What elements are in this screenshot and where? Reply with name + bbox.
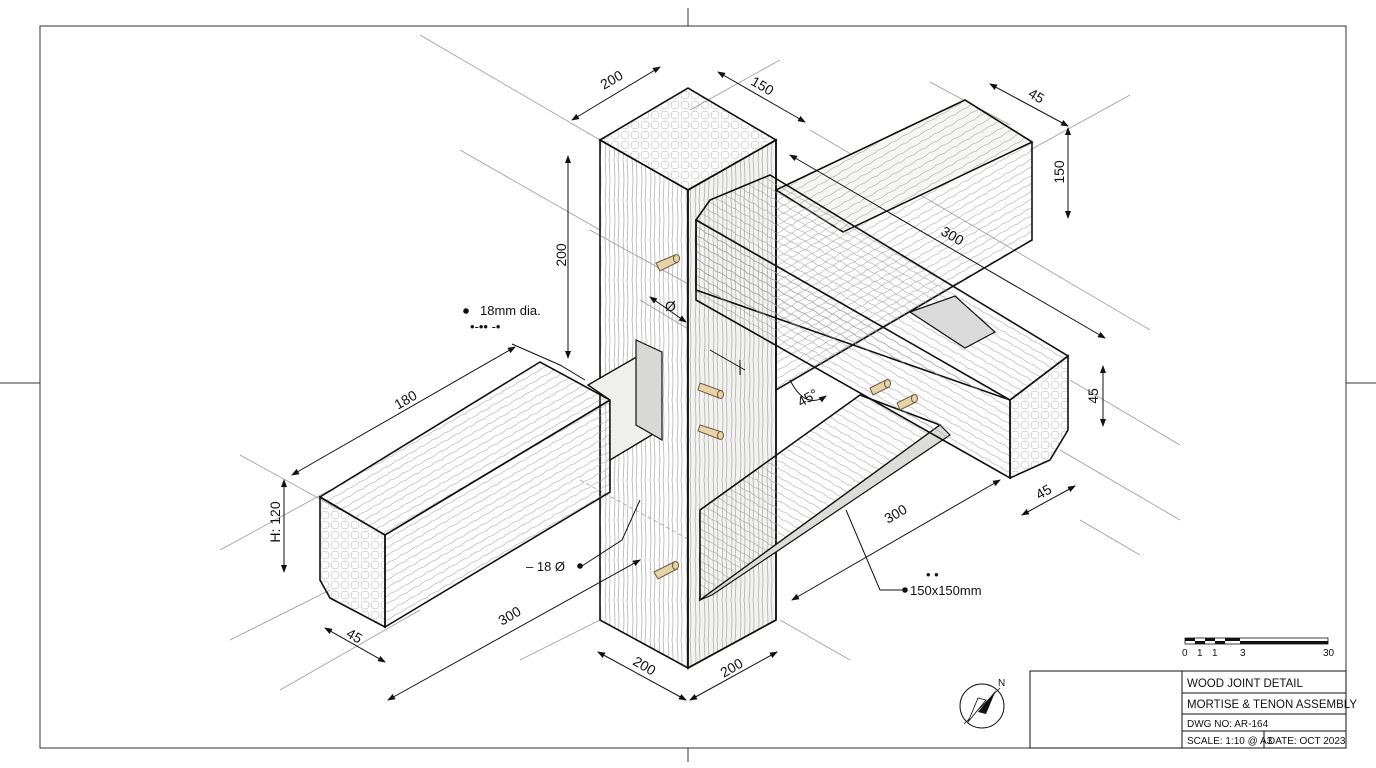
dim-brace-length: 300 [881,501,909,527]
peg [869,379,891,396]
dim-post-top-depth: 150 [748,73,776,99]
dim-post-base-right: 200 [717,655,745,681]
dim-left-beam-length: 180 [391,387,419,413]
note-section: 150x150mm [910,583,982,598]
dim-left-beam-height: H: 120 [267,501,283,542]
dim-left-beam-base-length: 300 [495,603,523,629]
title-block-text: WOOD JOINT DETAIL MORTISE & TENON ASSEMB… [1187,678,1357,747]
dimension-lines [281,66,1106,701]
title-block-title: WOOD JOINT DETAIL [1187,678,1303,690]
dim-beam-right-end-width: 45 [1033,481,1055,503]
dim-mortise-dia-symbol: Ø [665,298,676,314]
note-section-marks: • • [926,567,939,582]
compass-north-label: N [998,678,1005,689]
callouts [463,308,908,593]
scale-label-1: 1 [1197,648,1203,659]
dim-beam-right-width: 45 [1026,85,1048,107]
title-block-subtitle: MORTISE & TENON ASSEMBLY [1187,699,1357,711]
peg [655,254,680,272]
dim-post-top-width: 200 [597,67,625,93]
dim-post-upper-height: 200 [553,243,569,267]
peg [697,382,724,399]
scale-bar: 0 1 1 3 30 [1182,637,1335,659]
dim-post-base-left: 200 [630,653,658,679]
title-block-date: DATE: OCT 2023 [1268,736,1346,747]
scale-label-2: 1 [1212,648,1218,659]
north-arrow-icon [978,690,996,714]
sheet-border [0,8,1376,762]
scale-label-3: 3 [1240,648,1246,659]
dim-brace-angle: 45° [794,385,820,409]
note-hole-diameter: – 18 Ø [526,559,565,574]
north-compass: N [959,678,1005,729]
peg [653,561,679,580]
peg [697,424,724,440]
scale-label-0: 0 [1182,648,1188,659]
scale-label-4: 30 [1323,648,1335,659]
pegs [653,254,918,580]
dim-beam-right-end-height: 45 [1085,388,1101,404]
title-block [1029,670,1347,749]
note-peg-diameter: 18mm dia. [480,303,541,318]
dim-left-beam-width: 45 [344,625,366,647]
peg [896,394,918,411]
dim-beam-right-height: 150 [1051,160,1067,184]
title-block-drawing-no: DWG NO: AR-164 [1187,719,1269,730]
note-peg-marks: •-•• -• [470,319,501,334]
callout-labels: 18mm dia. •-•• -• – 18 Ø 150x150mm • • [470,303,982,598]
title-block-scale: SCALE: 1:10 @ A3 [1187,736,1273,747]
